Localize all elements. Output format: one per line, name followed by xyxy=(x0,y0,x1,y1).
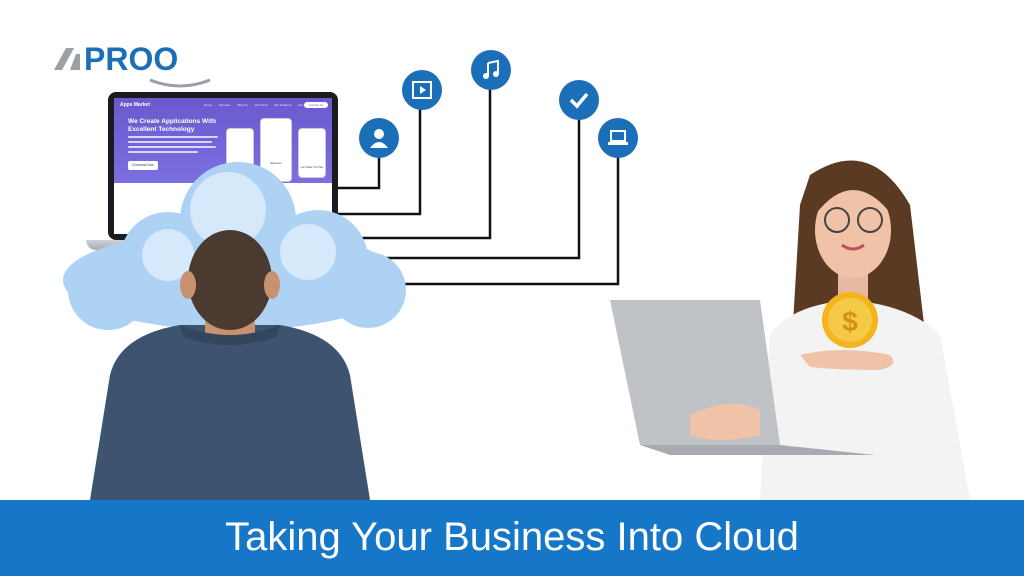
man-back-view xyxy=(90,230,370,500)
logo: PROO xyxy=(50,40,220,90)
website-nav: Apps Market xyxy=(120,102,150,110)
connector-line-user xyxy=(336,156,381,190)
website-phone-right: Let's Make Your Plan xyxy=(298,128,326,178)
logo-mark-icon xyxy=(54,48,74,70)
website-nav-item[interactable]: Why Us xyxy=(237,103,248,107)
check-icon[interactable] xyxy=(559,80,599,120)
woman-with-laptop: $ xyxy=(610,160,970,500)
website-nav-item[interactable]: Services xyxy=(218,103,231,107)
music-icon[interactable] xyxy=(471,50,511,90)
website-nav-item[interactable]: Home xyxy=(204,103,213,107)
connector-line-music xyxy=(336,88,492,240)
phone-label: Let's Make Your Plan xyxy=(300,166,324,169)
connector-line-check xyxy=(336,118,581,260)
website-nav-item[interactable]: Our Work xyxy=(254,103,268,107)
banner-title: Taking Your Business Into Cloud xyxy=(225,515,799,559)
website-contact-button[interactable]: Contact Us xyxy=(304,102,328,108)
phone-label: Welcome xyxy=(270,161,282,165)
svg-text:$: $ xyxy=(842,306,858,337)
logo-text: PROO xyxy=(84,41,178,77)
laptop-icon[interactable] xyxy=(598,118,638,158)
connector-line-laptop xyxy=(336,156,620,286)
user-icon[interactable] xyxy=(359,118,399,158)
connector-line-video xyxy=(336,108,422,216)
website-download-button[interactable]: Download Now xyxy=(128,161,158,170)
website-hero-text xyxy=(128,136,218,156)
website-nav-item[interactable]: Our Partners xyxy=(274,103,292,107)
website-brand: Apps Market xyxy=(120,102,151,108)
video-icon[interactable] xyxy=(402,70,442,110)
footer-banner: Taking Your Business Into Cloud xyxy=(0,500,1024,576)
website-hero-title: We Create Applications With Excellent Te… xyxy=(128,118,217,133)
